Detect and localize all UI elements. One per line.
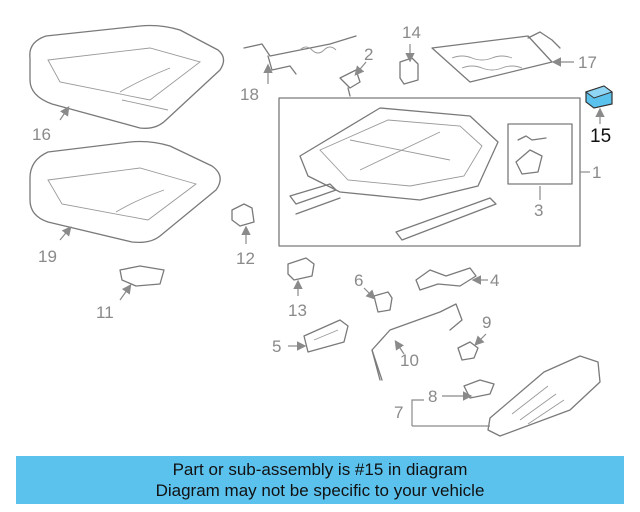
- callout-numbers: 16 19 18 2 14 17 15 1 3 12 11 13 6 4 5 1…: [32, 23, 611, 422]
- part-11-cover[interactable]: [119, 265, 165, 287]
- callout-9: 9: [482, 313, 491, 332]
- part-18-wire-harness[interactable]: [243, 35, 357, 75]
- part-4-lever[interactable]: [415, 267, 477, 291]
- callout-3: 3: [534, 201, 543, 220]
- callout-7: 7: [394, 403, 403, 422]
- callout-12: 12: [236, 249, 255, 268]
- callout-18: 18: [240, 85, 259, 104]
- callout-15: 15: [590, 126, 611, 147]
- callout-4: 4: [490, 271, 499, 290]
- callout-6: 6: [354, 271, 363, 290]
- part-15-highlighted[interactable]: [584, 85, 614, 109]
- part-16-seatback-cushion[interactable]: [29, 24, 225, 129]
- part-5-trim-cover[interactable]: [303, 319, 349, 353]
- part-13-cover[interactable]: [287, 257, 315, 281]
- part-7-side-cover[interactable]: [487, 355, 601, 437]
- part-9-clip[interactable]: [457, 341, 479, 361]
- part-14-bracket[interactable]: [399, 57, 419, 85]
- callout-19: 19: [38, 247, 57, 266]
- part-12-bracket[interactable]: [231, 203, 255, 227]
- leader-lines: [59, 44, 605, 427]
- banner-line-1: Part or sub-assembly is #15 in diagram: [172, 460, 468, 479]
- callout-11: 11: [96, 303, 114, 322]
- callout-13: 13: [288, 301, 307, 320]
- callout-5: 5: [272, 337, 281, 356]
- callout-14: 14: [402, 23, 421, 42]
- part-17-heater-pad[interactable]: [431, 31, 561, 83]
- part-2-clip[interactable]: [339, 69, 361, 97]
- part-6-clip[interactable]: [373, 291, 393, 313]
- callout-2: 2: [364, 45, 373, 64]
- callout-17: 17: [578, 53, 597, 72]
- callout-8: 8: [428, 387, 437, 406]
- info-banner: Part or sub-assembly is #15 in diagram D…: [16, 456, 624, 504]
- part-3-bolt-cap-set[interactable]: [507, 123, 573, 185]
- callout-16: 16: [32, 125, 51, 144]
- banner-line-2: Diagram may not be specific to your vehi…: [155, 481, 485, 500]
- callout-10: 10: [400, 351, 419, 370]
- part-8-knob[interactable]: [463, 379, 495, 399]
- parts-diagram: 16 19 18 2 14 17 15 1 3 12 11 13 6 4 5 1…: [29, 23, 614, 437]
- callout-1: 1: [592, 163, 601, 182]
- part-10-cable[interactable]: [371, 303, 463, 381]
- part-19-seat-cushion[interactable]: [29, 140, 221, 244]
